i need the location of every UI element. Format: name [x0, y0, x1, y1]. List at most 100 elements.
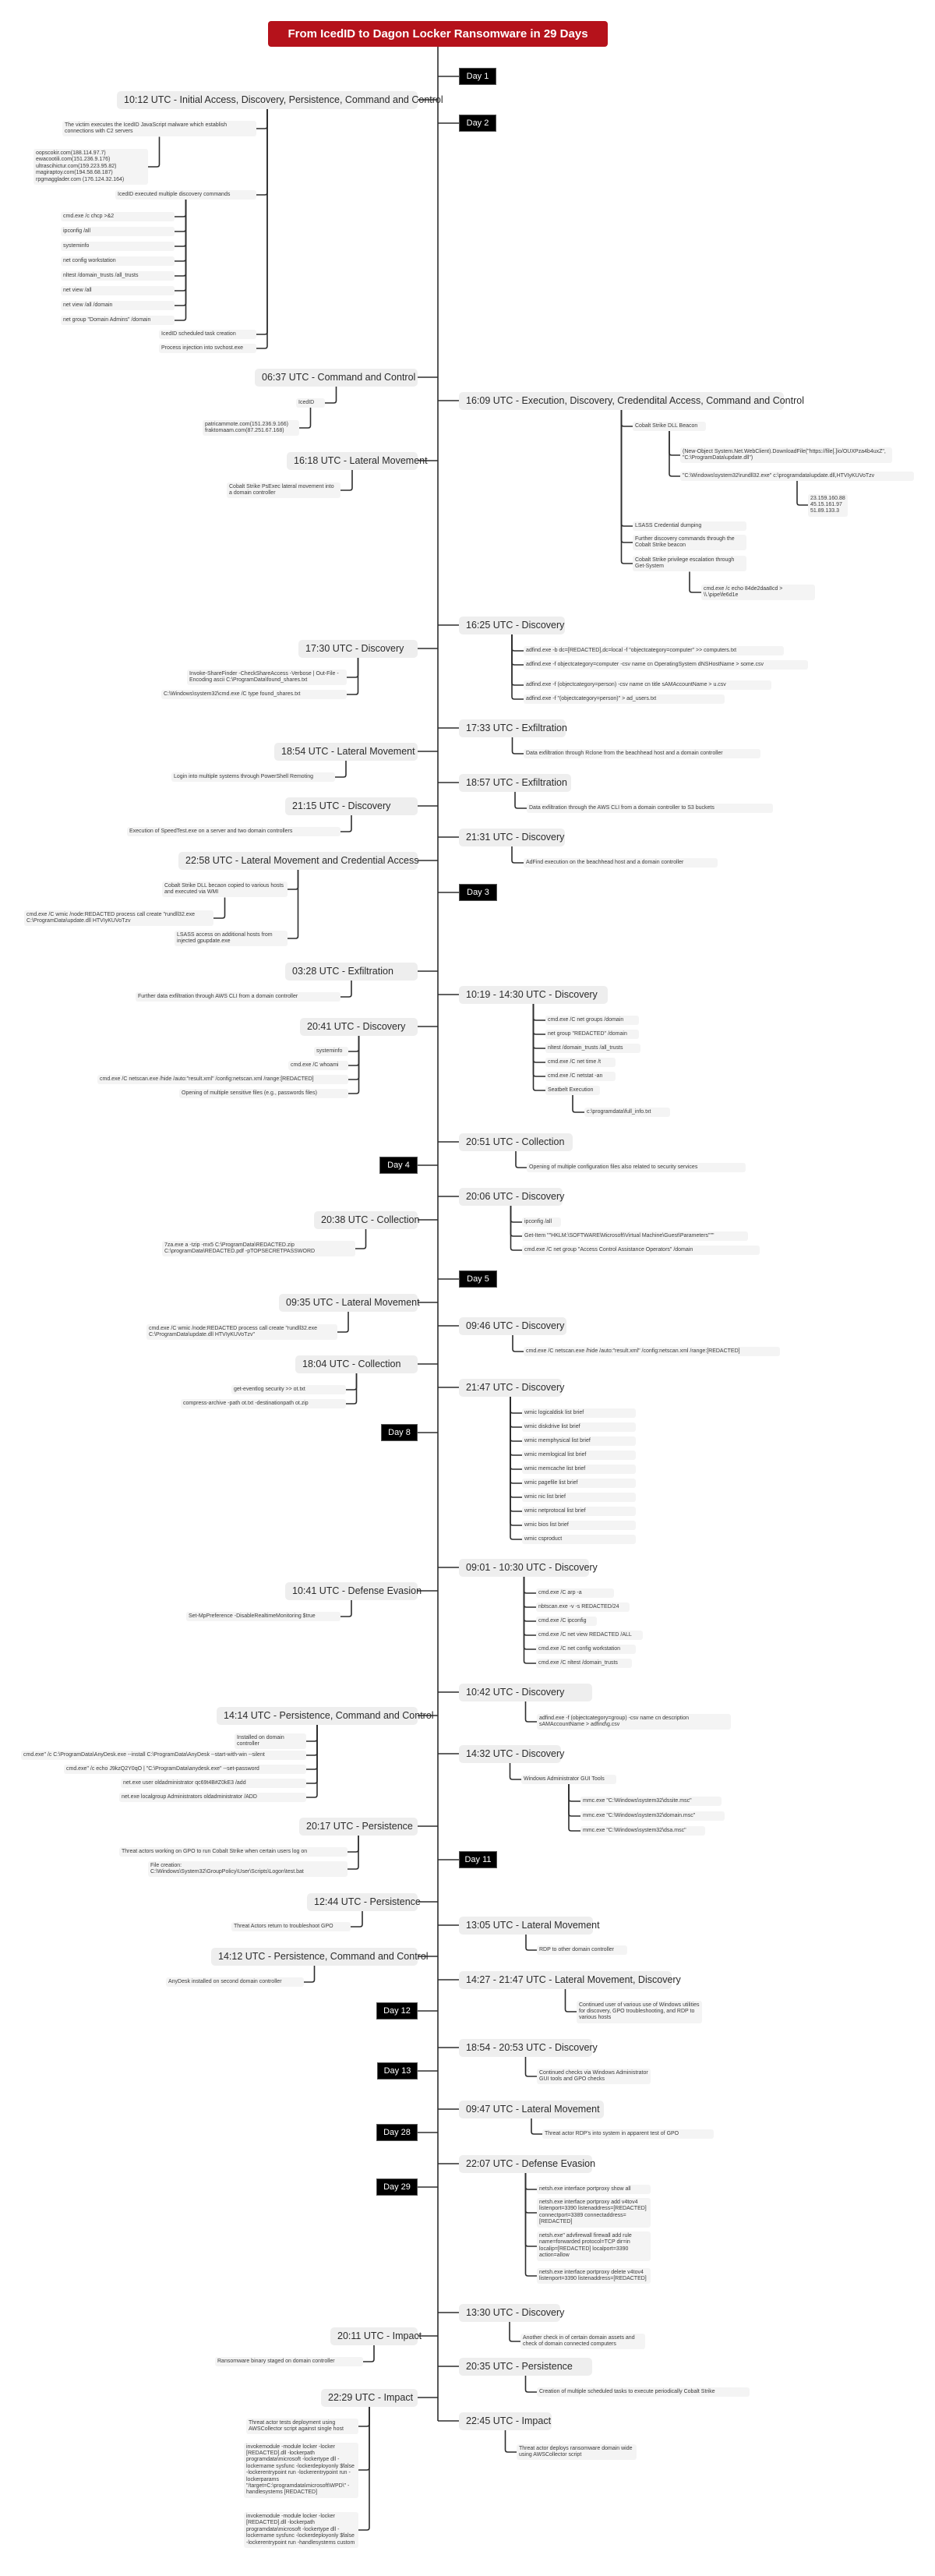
- event-detail: systeminfo: [314, 1047, 348, 1057]
- event-header: 06:37 UTC - Command and Control: [255, 368, 418, 387]
- event-header: 18:04 UTC - Collection: [295, 1355, 418, 1373]
- event-detail: Login into multiple systems through Powe…: [171, 772, 335, 783]
- detail-connector: [511, 634, 524, 666]
- event-detail: wmic csproduct: [522, 1535, 636, 1545]
- event-detail: cmd.exe" /c echo J9kzQ2Y0qO | "C:\Progra…: [64, 1765, 306, 1775]
- event-header: 10:41 UTC - Defense Evasion: [285, 1581, 422, 1600]
- event-header: 16:18 UTC - Lateral Movement: [287, 451, 428, 470]
- day-marker: Day 2: [459, 115, 496, 132]
- event-detail: 23.159.160.88 45.15.161.97 51.89.133.3: [808, 493, 848, 517]
- event-detail: net group "Domain Admins" /domain: [61, 316, 175, 326]
- detail-connector: [351, 1910, 363, 1928]
- event-detail: Cobalt Strike DLL Beacon: [633, 422, 706, 432]
- event-header: 22:45 UTC - Impact: [459, 2412, 552, 2430]
- event-detail: wmic logicaldisk list brief: [522, 1408, 636, 1419]
- detail-connector: [340, 1599, 352, 1617]
- event-detail: Threat actors working on GPO to run Coba…: [119, 1847, 348, 1857]
- event-detail: wmic netprotocal list brief: [522, 1507, 636, 1517]
- event-detail: IcedID executed multiple discovery comma…: [115, 190, 256, 200]
- detail-connector: [504, 2429, 517, 2453]
- event-detail: AdFind execution on the beachhead host a…: [524, 858, 718, 868]
- detail-connector: [525, 1934, 537, 1951]
- detail-connector: [510, 1396, 522, 1414]
- detail-connector: [523, 1576, 536, 1622]
- detail-connector: [347, 657, 359, 678]
- detail-connector: [510, 1396, 522, 1428]
- event-detail: Data exfiltration through Rclone from th…: [524, 749, 760, 759]
- event-detail: cmd.exe /c chcp >&2: [61, 212, 175, 222]
- event-header: 22:58 UTC - Lateral Movement and Credent…: [178, 851, 418, 870]
- event-detail: LSASS access on additional hosts from in…: [175, 930, 288, 947]
- detail-connector: [256, 108, 268, 335]
- detail-connector: [532, 1003, 545, 1035]
- event-detail: (New-Object System.Net.WebClient).Downlo…: [680, 447, 892, 464]
- event-detail: invokemodule -module locker -locker [RED…: [244, 2442, 358, 2498]
- detail-connector: [340, 469, 353, 491]
- event-detail: netsh.exe interface portproxy delete v4t…: [537, 2267, 651, 2284]
- detail-connector: [358, 2406, 370, 2427]
- event-detail: The victim executes the IcedID JavaScrip…: [62, 120, 256, 137]
- event-detail: patricammote.com(151.236.9.166) fraktoma…: [203, 419, 299, 436]
- detail-connector: [531, 2118, 542, 2135]
- event-detail: cmd.exe /c echo 84de2daa8cd > \\.\pipe\f…: [701, 584, 815, 601]
- event-detail: Set-MpPreference -DisableRealtimeMonitor…: [186, 1612, 340, 1622]
- detail-connector: [306, 1724, 318, 1784]
- event-detail: wmic bios list brief: [522, 1521, 636, 1531]
- detail-connector: [340, 980, 352, 998]
- event-detail: Further data exfiltration through AWS CL…: [136, 992, 340, 1002]
- event-detail: adfind.exe -f "(objectcategory=person)" …: [524, 694, 725, 705]
- event-detail: Execution of SpeedTest.exe on a server a…: [127, 827, 340, 837]
- event-detail: mmc.exe "C:\Windows\system32\dssite.msc": [580, 1797, 722, 1807]
- detail-connector: [524, 2172, 537, 2190]
- event-detail: ipconfig /all: [522, 1217, 561, 1228]
- day-marker: Day 29: [376, 2178, 418, 2196]
- event-header: 09:35 UTC - Lateral Movement: [279, 1293, 420, 1312]
- event-detail: cmd.exe /C whoami: [288, 1061, 348, 1071]
- page-title: From IcedID to Dagon Locker Ransomware i…: [268, 21, 608, 47]
- event-detail: IcedID: [296, 398, 325, 408]
- detail-connector: [348, 1035, 360, 1052]
- event-detail: cmd.exe /C netstat -an: [545, 1072, 616, 1082]
- event-header: 17:33 UTC - Exfiltration: [459, 719, 567, 737]
- event-detail: adfind.exe -f (objectcategory=person) -c…: [524, 680, 771, 691]
- detail-connector: [306, 1724, 318, 1798]
- event-detail: Invoke-ShareFinder -CheckShareAccess -Ve…: [187, 669, 347, 686]
- event-detail: Seatbelt Execution: [545, 1086, 600, 1096]
- event-detail: Data exfiltration through the AWS CLI fr…: [527, 804, 773, 814]
- day-marker: Day 11: [459, 1851, 497, 1868]
- event-detail: Cobalt Strike PsExec lateral movement in…: [227, 482, 340, 499]
- event-detail: net.exe localgroup Administrators oldadm…: [119, 1793, 306, 1803]
- day-marker: Day 4: [379, 1157, 418, 1174]
- event-detail: net group "REDACTED" /domain: [545, 1030, 639, 1040]
- detail-connector: [669, 431, 680, 456]
- event-detail: cmd.exe" /c C:\ProgramData\AnyDesk.exe -…: [21, 1751, 306, 1761]
- event-detail: Opening of multiple sensitive files (e.g…: [179, 1089, 348, 1099]
- event-header: 16:25 UTC - Discovery: [459, 616, 565, 634]
- detail-connector: [355, 1228, 367, 1249]
- event-header: 13:30 UTC - Discovery: [459, 2303, 564, 2322]
- detail-connector: [568, 1784, 580, 1802]
- detail-connector: [175, 200, 187, 306]
- detail-connector: [148, 136, 161, 168]
- event-detail: Cobalt Strike privilege escalation throu…: [633, 555, 746, 572]
- detail-connector: [532, 1003, 545, 1077]
- detail-connector: [306, 1724, 318, 1770]
- event-detail: invokemodule -module locker -locker [RED…: [244, 2512, 358, 2549]
- detail-connector: [524, 2056, 537, 2077]
- detail-connector: [348, 1835, 359, 1853]
- event-detail: Creation of multiple scheduled tasks to …: [537, 2387, 750, 2398]
- detail-connector: [213, 897, 226, 919]
- detail-connector: [524, 1701, 537, 1723]
- event-header: 09:46 UTC - Discovery: [459, 1316, 566, 1335]
- detail-connector: [348, 1035, 360, 1094]
- detail-connector: [175, 200, 187, 292]
- event-header: 09:47 UTC - Lateral Movement: [459, 2100, 604, 2118]
- detail-connector: [306, 1724, 318, 1756]
- detail-connector: [335, 760, 347, 778]
- detail-connector: [620, 409, 633, 543]
- detail-connector: [532, 1003, 545, 1091]
- detail-connector: [523, 1576, 536, 1664]
- detail-connector: [572, 1095, 584, 1113]
- event-header: 20:38 UTC - Collection: [314, 1210, 419, 1229]
- event-detail: wmic diskdrive list brief: [522, 1422, 636, 1433]
